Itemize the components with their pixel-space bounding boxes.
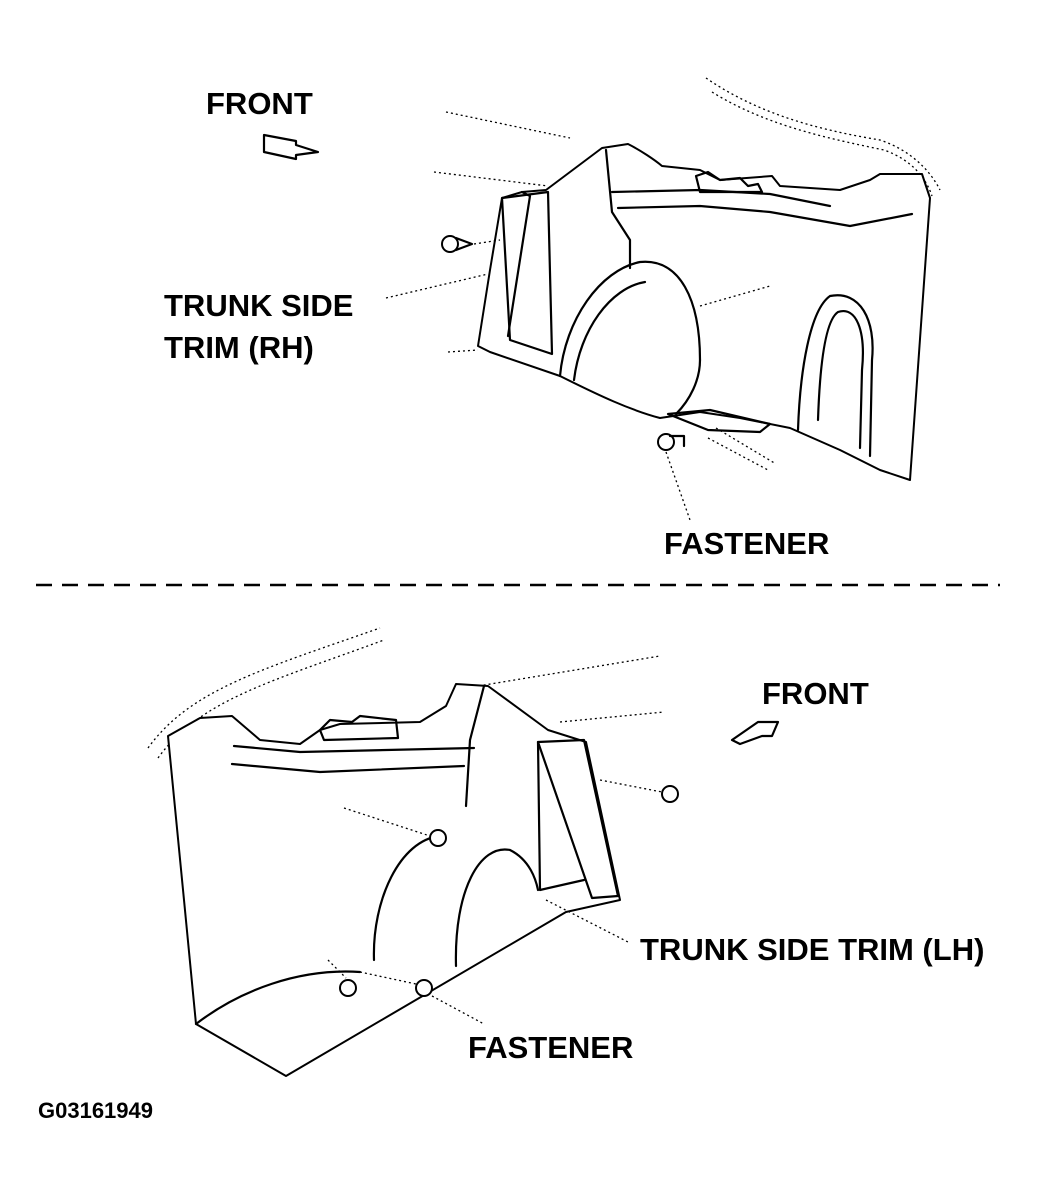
fastener-icon — [441, 235, 501, 253]
trunk-side-trim-rh — [477, 143, 931, 481]
upper-trim-label-line2: TRIM (RH) — [164, 330, 314, 365]
fastener-icon — [599, 779, 679, 803]
fastener-icon — [343, 807, 447, 847]
fastener-icon — [359, 971, 433, 997]
lower-fastener-label: FASTENER — [468, 1030, 634, 1065]
fastener-icon — [327, 959, 357, 997]
fastener-icon — [657, 433, 686, 451]
front-arrow-icon — [262, 133, 320, 161]
lower-trim-label: TRUNK SIDE TRIM (LH) — [640, 932, 985, 967]
upper-trim-label-line1: TRUNK SIDE — [164, 288, 354, 323]
upper-front-label: FRONT — [206, 86, 313, 121]
upper-fastener-label: FASTENER — [664, 526, 830, 561]
figure-id: G03161949 — [38, 1098, 153, 1123]
front-arrow-icon — [730, 720, 780, 746]
trunk-side-trim-lh — [167, 683, 621, 1077]
upper-view-drawing — [262, 77, 941, 521]
lower-view-drawing — [147, 627, 780, 1077]
lower-front-label: FRONT — [762, 676, 869, 711]
